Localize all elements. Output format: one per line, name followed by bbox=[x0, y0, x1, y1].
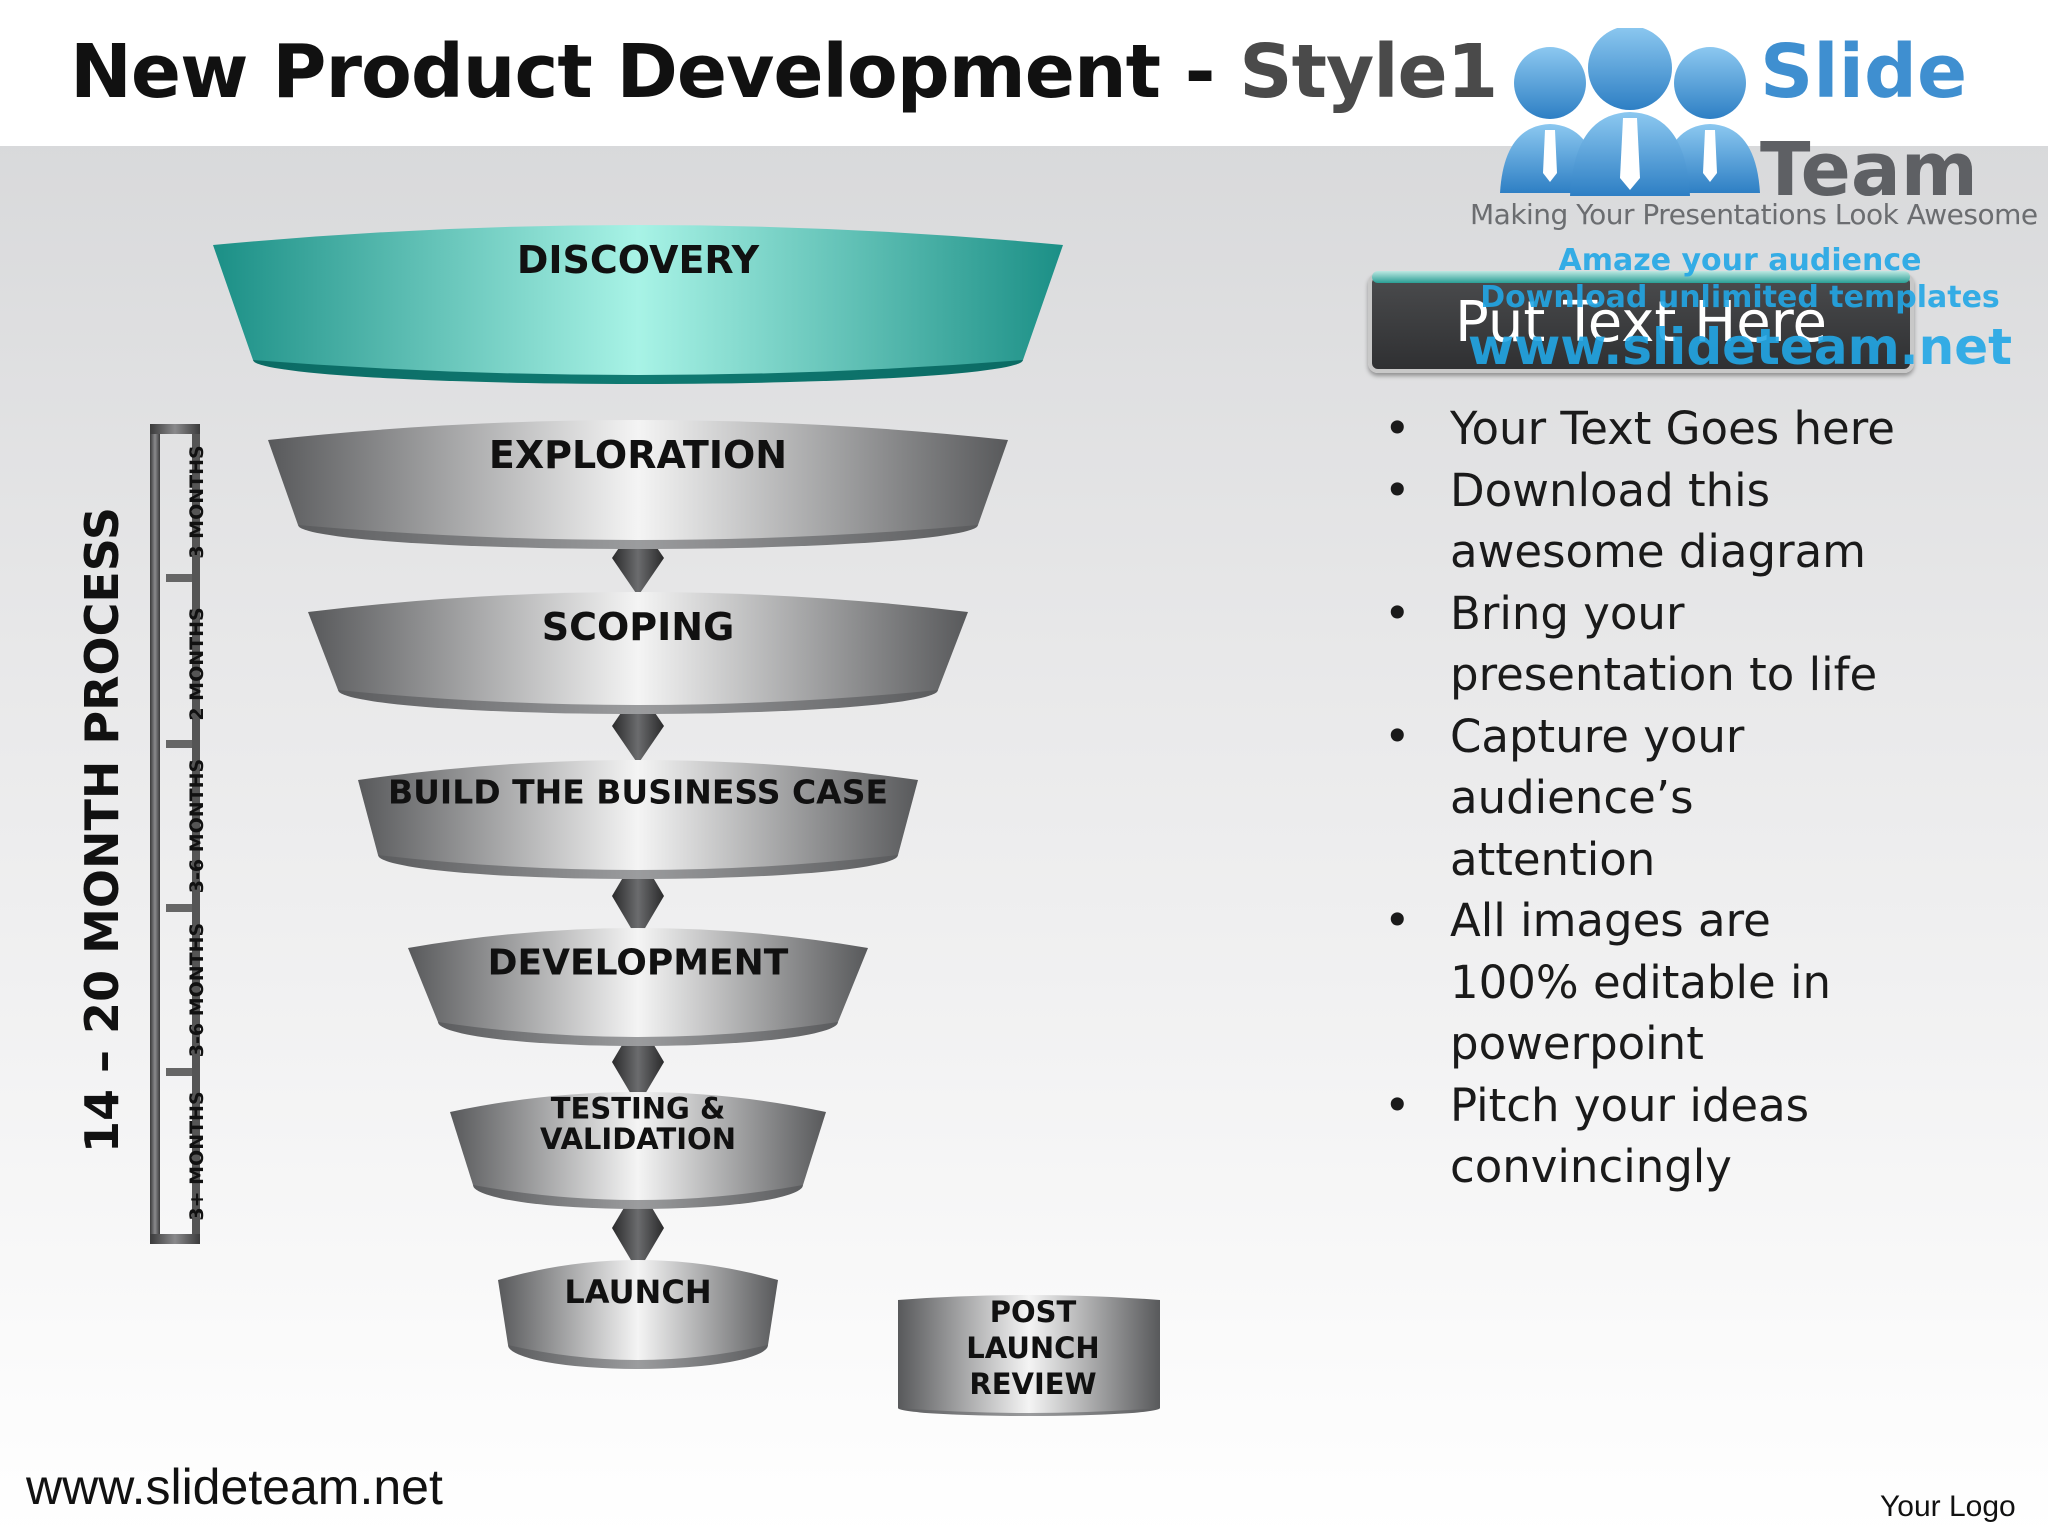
duration-label: 3 MONTHS bbox=[186, 445, 208, 558]
funnel-stage-3: SCOPING bbox=[308, 592, 968, 714]
stage-band bbox=[408, 928, 868, 1037]
watermark-line1: Amaze your audience bbox=[1558, 243, 1922, 278]
stage-label: DISCOVERY bbox=[517, 238, 760, 282]
duration-label: 2 MONTHS bbox=[186, 607, 208, 720]
post-label: POST bbox=[990, 1295, 1077, 1329]
bracket-tick bbox=[166, 1068, 200, 1076]
funnel-stage-7: LAUNCH bbox=[498, 1260, 778, 1369]
post-label: REVIEW bbox=[969, 1367, 1096, 1401]
bracket-tick bbox=[166, 574, 200, 582]
watermark-line2: Download unlimited templates bbox=[1480, 280, 2000, 315]
bullet-dot: • bbox=[1384, 402, 1411, 455]
title-style: Style1 bbox=[1239, 29, 1498, 115]
bullet-item: • Pitch your ideas convincingly bbox=[1380, 1075, 1890, 1198]
logo-brand-team: Team bbox=[1760, 127, 1978, 213]
watermark-url: www.slideteam.net bbox=[1467, 318, 2013, 376]
bullet-list: • Your Text Goes here • Download this awes… bbox=[1380, 398, 2000, 1198]
bracket-tick bbox=[166, 740, 200, 748]
bullet-dot: • bbox=[1384, 709, 1411, 763]
logo-tagline: Making Your Presentations Look Awesome bbox=[1470, 198, 2038, 231]
page-title: New Product Development - Style1 bbox=[70, 22, 1498, 122]
bullet-item: • Capture your audience’s attention bbox=[1380, 706, 1910, 891]
duration-labels: 3 MONTHS 2 MONTHS 3-6 MONTHS 3-6 MONTHS 3+ M… bbox=[186, 445, 208, 1220]
bracket-edge bbox=[192, 434, 200, 1234]
logo-brand-slide: Slide bbox=[1760, 29, 1968, 115]
duration-label: 3-6 MONTHS bbox=[186, 923, 208, 1057]
stage-band bbox=[308, 592, 968, 705]
funnel-stage-4: BUILD THE BUSINESS CASE bbox=[358, 760, 918, 879]
post-band bbox=[898, 1295, 1160, 1413]
bullet-text: Download this awesome diagram bbox=[1450, 463, 1866, 579]
funnel-stage-5: DEVELOPMENT bbox=[408, 928, 868, 1046]
timeline-bracket bbox=[150, 424, 200, 1244]
funnel-stages: DISCOVERY EXPLORATION SCOPING BUILD THE BUS… bbox=[213, 225, 1160, 1416]
bullet-text: Bring your presentation to life bbox=[1450, 586, 1878, 702]
bracket-cap-top bbox=[150, 424, 200, 434]
people-group-icon bbox=[1500, 28, 1760, 196]
bullet-dot: • bbox=[1384, 463, 1411, 517]
slideteam-logo: Slide Team Making Your Presentations Loo… bbox=[1460, 20, 2038, 250]
stage-label: DEVELOPMENT bbox=[488, 942, 789, 983]
your-logo-placeholder: Your Logo bbox=[1880, 1490, 2016, 1523]
stage-band bbox=[498, 1260, 778, 1360]
stage-label: LAUNCH bbox=[564, 1273, 711, 1311]
stage-band bbox=[450, 1092, 826, 1200]
bullet-dot: • bbox=[1384, 1078, 1411, 1132]
stage-label: VALIDATION bbox=[540, 1122, 736, 1156]
duration-label: 3-6 MONTHS bbox=[186, 759, 208, 893]
duration-label: 3+ MONTHS bbox=[186, 1091, 208, 1220]
bracket-bar bbox=[150, 424, 160, 1244]
stage-label: TESTING & bbox=[551, 1091, 726, 1125]
bullet-item: • Bring your presentation to life bbox=[1380, 583, 1900, 706]
bullet-text: Pitch your ideas convincingly bbox=[1450, 1078, 1810, 1194]
bullet-dot: • bbox=[1384, 586, 1411, 640]
funnel-stage-6: TESTING &VALIDATION bbox=[450, 1091, 826, 1209]
bullet-item: • Download this awesome diagram bbox=[1380, 460, 1870, 583]
funnel-stage-1: DISCOVERY bbox=[213, 225, 1063, 384]
process-duration-label: 14 – 20 MONTH PROCESS bbox=[75, 507, 129, 1153]
stage-label: BUILD THE BUSINESS CASE bbox=[388, 773, 888, 812]
bracket-cap-bottom bbox=[150, 1234, 200, 1244]
bullet-text: Your Text Goes here bbox=[1450, 402, 1895, 455]
bullet-item: • Your Text Goes here bbox=[1380, 398, 2000, 460]
stage-label: SCOPING bbox=[542, 605, 735, 649]
stage-band bbox=[213, 225, 1063, 375]
textbox-cap bbox=[1372, 271, 1910, 283]
bullet-item: • All images are 100% editable in powerpo… bbox=[1380, 890, 1910, 1075]
bullet-text: All images are 100% editable in powerpoi… bbox=[1450, 894, 1832, 1070]
textbox-label: Put Text Here bbox=[1455, 290, 1827, 355]
bullet-text: Capture your audience’s attention bbox=[1450, 709, 1745, 886]
bullet-dot: • bbox=[1384, 894, 1411, 947]
stage-band bbox=[358, 760, 918, 870]
funnel-stage-2: EXPLORATION bbox=[268, 420, 1008, 549]
post-label: LAUNCH bbox=[966, 1331, 1099, 1365]
stage-label: EXPLORATION bbox=[489, 433, 787, 477]
title-main: New Product Development - bbox=[70, 29, 1240, 115]
bracket-tick bbox=[166, 904, 200, 912]
stage-band bbox=[268, 420, 1008, 540]
footer-url: www.slideteam.net bbox=[26, 1459, 443, 1515]
put-text-here-box: Put Text Here bbox=[1368, 271, 1914, 373]
